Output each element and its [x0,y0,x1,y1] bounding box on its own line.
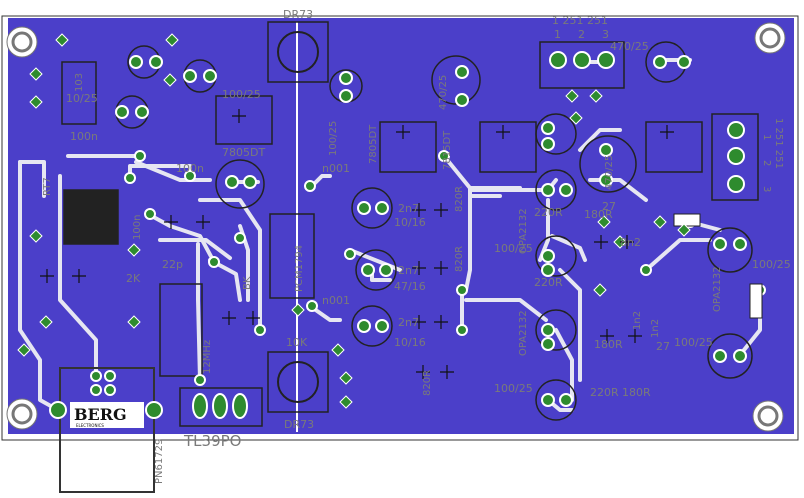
label-cap-100n-a: 100n [176,162,204,175]
cross-markers [40,109,674,379]
label-pn: PN61729 [154,439,165,484]
reg-b-outline [379,121,437,173]
inductor-top-outline [267,21,329,83]
label-berg: BERG [74,405,127,424]
label-berg-sub: ELECTRONICS [76,423,104,428]
mounting-hole-icon [6,26,38,58]
label-terminal-pin3: 3 [602,28,609,41]
label-r-180r-a: 180R [584,208,613,221]
label-opa-a: OPA2132 [518,208,529,254]
inductor-top [277,31,319,73]
label-cap-2n7-b: 2n7 [398,264,419,277]
label-r-820r-c: 820R [422,370,433,396]
label-cap-100-25-f: 100/25 [752,258,791,271]
reg-d-outline [645,121,703,173]
label-l103: 103 [74,73,85,92]
tl39-outline [179,387,263,427]
label-cap-10-16-b: 10/16 [394,336,426,349]
silkscreen-outlines [59,21,759,493]
label-cap-2n7-a: 2n7 [398,202,419,215]
mounting-hole-icon [752,400,784,432]
label-bk: BK [242,276,253,290]
label-reg-7805-b: 7805DT [368,124,379,164]
reg-c-outline [479,121,537,173]
label-cap-10-25: 10/25 [66,92,98,105]
label-ic-rt7: RT7 [42,177,53,196]
via-diamond-icon [17,33,691,409]
label-cap-470-25-c: 470/25 [610,40,649,53]
label-r-27-b: 27 [602,200,616,213]
label-r-27-a: 27 [656,340,670,353]
label-pcm: PCM1794 [294,245,305,292]
label-dr73-top: DR73 [283,8,313,21]
qfp-outline [63,189,119,245]
reg-a-outline [215,95,273,145]
berg-outline [59,367,155,493]
tl39-pads [192,393,248,419]
label-cap-100-25-c: 100/25 [494,242,533,255]
resistor-outlines [673,213,763,319]
label-terminal-right-pin1: 1 [761,134,772,140]
label-r-820r-a: 820R [454,186,465,212]
label-cap-8n2: 8n2 [620,236,641,249]
label-cap-n001-b: n001 [322,294,350,307]
label-terminal-right-pin3: 3 [761,186,772,192]
label-terminal-pin1: 1 [554,28,561,41]
label-cap-2n7-c: 2n7 [398,316,419,329]
label-r-220r-b: 220R [534,276,563,289]
berg-badge [70,402,144,428]
label-tl39: TL39PO [183,432,241,450]
pcm-outline [269,213,315,299]
label-cap-100-25-a: 100/25 [222,88,261,101]
label-cap-470-25-a: 470/25 [438,75,449,110]
l103-outline [61,61,97,125]
label-cap-47-16: 47/16 [394,280,426,293]
label-cap-1n2-a: 1n2 [632,311,643,330]
label-r-2k: 2K [126,272,141,285]
terminal-right-pads [727,121,745,193]
label-r-180r-c: 180R [622,386,651,399]
label-xtal: 12MHz [202,340,213,374]
label-terminal-pin2: 2 [578,28,585,41]
label-opa-b: OPA2132 [518,310,529,356]
label-terminal-right-pin2: 2 [761,160,772,166]
label-cap-n001-a: n001 [322,162,350,175]
terminal-top-pads [549,51,615,69]
round-pad-icon [49,55,766,419]
label-dr73-bottom: DR73 [284,418,314,431]
label-r-10k: 10K [286,336,308,349]
label-cap-1n2-b: 1n2 [650,319,661,338]
label-cap-100n-c: 100n [132,215,143,240]
label-terminal-top: 1 251 251 [552,14,608,27]
mounting-hole-icon [754,22,786,54]
copper-pour [8,18,794,434]
terminal-right-outline [711,113,759,201]
label-opa-c: OPA2132 [712,266,723,312]
label-reg-7805-a: 7805DT [222,146,265,159]
label-r-220r-c: 220R [590,386,619,399]
label-r-220r-a: 220R [534,206,563,219]
label-cap-100-25-e: 100/25 [674,336,713,349]
inductor-bottom [277,361,319,403]
label-cap-470-25-b: 470/25 [604,155,615,190]
label-r-820r-b: 820R [454,246,465,272]
label-reg-7815: 7815DT [442,130,453,170]
inductor-bottom-outline [267,351,329,413]
label-r-180r-b: 180R [594,338,623,351]
label-cap-100n-b: 100n [70,130,98,143]
label-terminal-right: 1 251 251 [773,118,784,169]
label-cap-100-25-d: 100/25 [494,382,533,395]
label-cap-22p: 22p [162,258,183,271]
label-cap-100-25-b: 100/25 [328,121,339,156]
mounting-hole-icon [6,398,38,430]
xtal-outline [159,283,203,377]
terminal-top-outline [539,41,625,89]
label-cap-10-16-a: 10/16 [394,216,426,229]
